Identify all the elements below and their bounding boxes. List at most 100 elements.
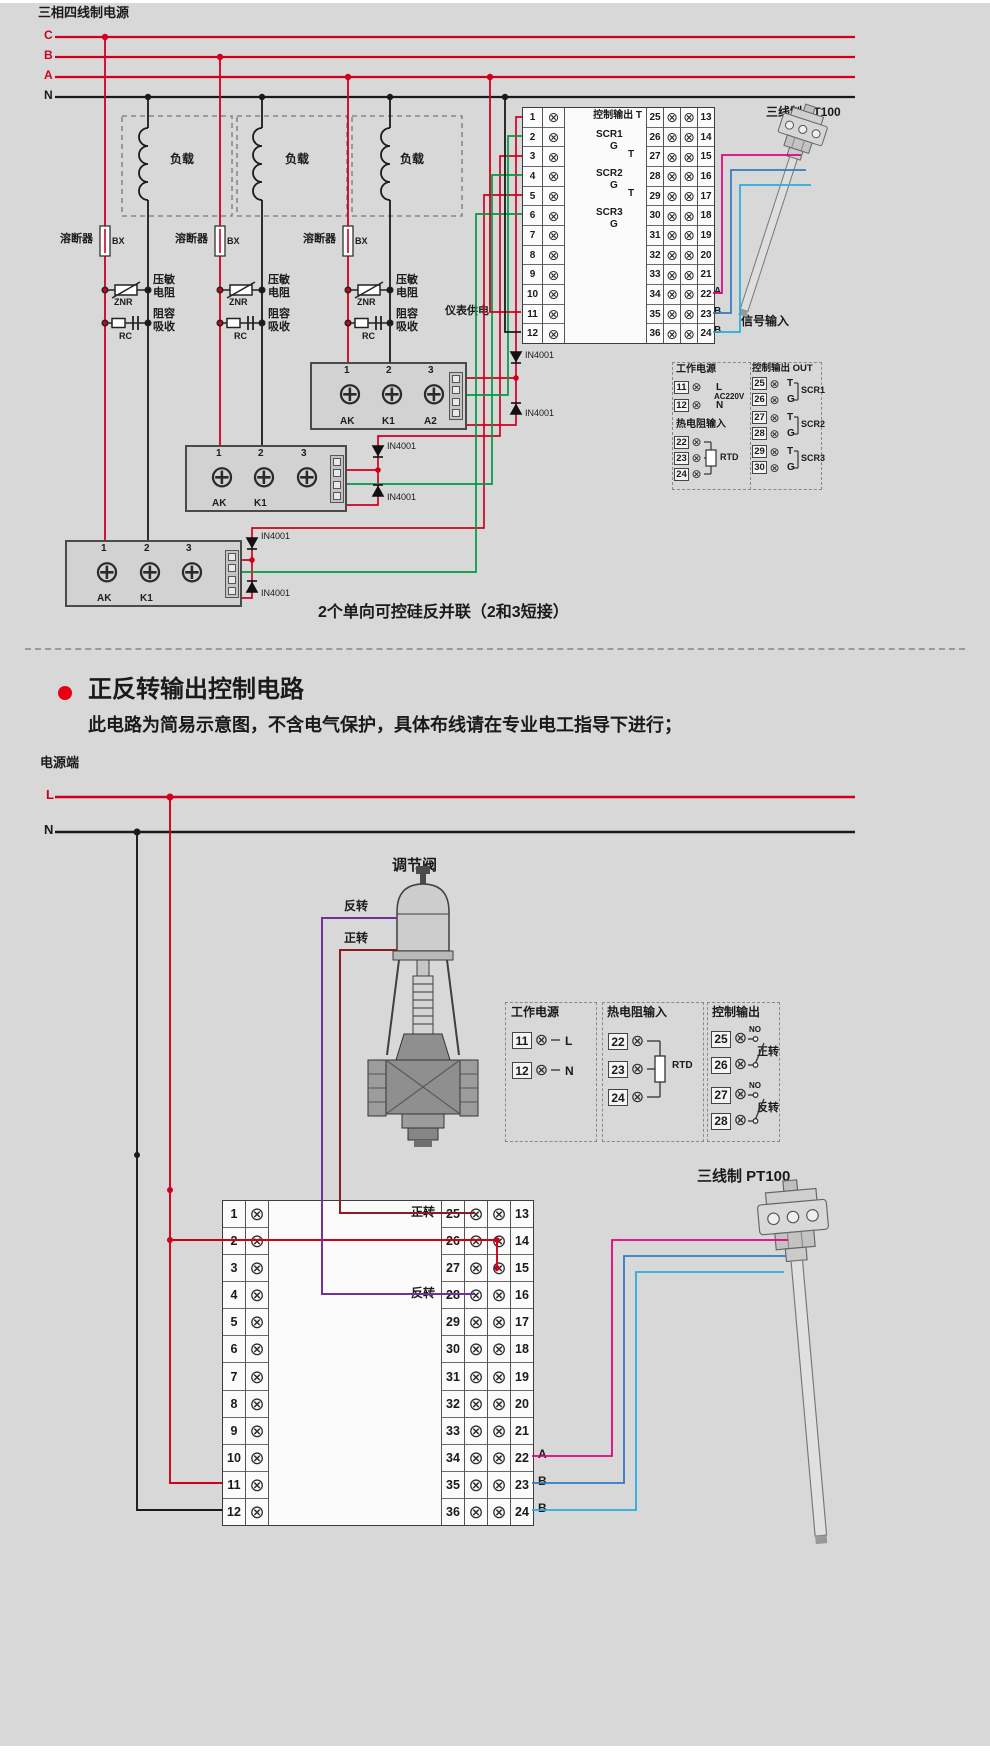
terminal-number: 10	[227, 1450, 241, 1465]
screw-terminal-icon: ⊗	[491, 1339, 507, 1360]
connector-pin	[452, 397, 460, 406]
fuse-label: 溶断器	[303, 233, 336, 245]
module-screw-icon: ⊕	[337, 376, 363, 411]
bottom-legend-ctrl-box	[707, 1002, 780, 1142]
legend-terminal-number: 22	[674, 435, 689, 449]
load-label: 负载	[400, 152, 425, 166]
terminal-number: 8	[529, 249, 536, 261]
terminal-number: 27	[446, 1261, 460, 1276]
screw-terminal-icon: ⊗	[683, 207, 695, 224]
screw-terminal-icon: ⊗	[468, 1339, 484, 1360]
scr-module-top: 1 2 3 ⊕ ⊕ ⊕ AK K1 A2	[310, 362, 467, 430]
signal-b-label: B	[714, 306, 722, 317]
terminal-number: 9	[230, 1423, 238, 1438]
screw-terminal-icon: ⊗	[666, 247, 678, 264]
screw-terminal-icon: ⊗	[683, 286, 695, 303]
module-screw-icon: ⊕	[179, 554, 205, 589]
terminal-number: 5	[230, 1315, 238, 1330]
screw-terminal-icon: ⊗	[666, 207, 678, 224]
terminal-number: 32	[649, 249, 661, 261]
connector-pin	[452, 386, 460, 395]
forward-wire-label: 正转	[344, 931, 369, 945]
screw-terminal-icon: ⊗	[468, 1501, 484, 1522]
screw-terminal-icon: ⊗	[630, 1032, 645, 1050]
screw-terminal-icon: ⊗	[691, 398, 702, 412]
section2-title: 正反转输出控制电路	[88, 676, 304, 703]
terminal-number: 35	[446, 1477, 460, 1492]
screw-terminal-icon: ⊗	[468, 1366, 484, 1387]
screw-terminal-icon: ⊗	[249, 1501, 265, 1522]
terminal-number: 36	[446, 1504, 460, 1519]
signal-a-label: A	[538, 1447, 547, 1461]
terminal-number: 5	[529, 190, 536, 202]
signal-a-label: A	[714, 286, 722, 297]
module-screw-icon: ⊕	[251, 459, 277, 494]
screw-terminal-icon: ⊗	[683, 148, 695, 165]
terminal-number: 6	[230, 1342, 238, 1357]
connector-pin	[452, 409, 460, 418]
gate-connector	[225, 550, 239, 598]
top-white-strip	[0, 0, 990, 3]
screw-terminal-icon: ⊗	[249, 1285, 265, 1306]
terminal-number: 7	[529, 229, 536, 241]
terminal-number: 32	[446, 1396, 460, 1411]
fuse-code: BX	[355, 236, 368, 246]
terminal-number: 7	[230, 1369, 238, 1384]
screw-terminal-icon: ⊗	[547, 306, 560, 323]
block-label-g: G	[610, 141, 618, 152]
legend-scr3-label: SCR3	[801, 453, 826, 463]
screw-terminal-icon: ⊗	[534, 1031, 549, 1049]
legend-rtd-title: 热电阻输入	[676, 419, 726, 430]
legend-voltage-label: AC220V	[714, 392, 745, 401]
screw-terminal-icon: ⊗	[666, 188, 678, 205]
diode-label: IN4001	[387, 492, 417, 502]
legend-terminal-number: 22	[608, 1033, 628, 1050]
connector-pin	[333, 480, 341, 489]
terminal-number: 11	[227, 1477, 241, 1492]
screw-terminal-icon: ⊗	[491, 1420, 507, 1441]
screw-terminal-icon: ⊗	[547, 129, 560, 145]
screw-terminal-icon: ⊗	[547, 188, 560, 205]
terminal-number: 24	[515, 1504, 529, 1519]
screw-terminal-icon: ⊗	[491, 1285, 507, 1306]
fuse-label: 溶断器	[175, 233, 208, 245]
top-caption: 2个单向可控硅反并联（2和3短接）	[318, 604, 569, 621]
section-separator	[25, 648, 965, 650]
legend-terminal-number: 24	[674, 467, 689, 481]
legend-ctrl-title: 控制输出 OUT	[752, 363, 813, 374]
connector-pin	[333, 457, 341, 466]
phase-label-n: N	[44, 88, 53, 102]
pt100-top-sensor	[738, 103, 828, 318]
screw-terminal-icon: ⊗	[468, 1447, 484, 1468]
terminal-screw-column: ⊗⊗⊗⊗⊗⊗⊗⊗⊗⊗⊗⊗	[543, 108, 565, 343]
screw-terminal-icon: ⊗	[683, 227, 695, 244]
legend-terminal-number: 25	[752, 377, 767, 390]
terminal-number: 12	[526, 328, 539, 340]
legend-scr1-label: SCR1	[801, 385, 826, 395]
legend-terminal-number: 27	[711, 1086, 731, 1104]
diode-label: IN4001	[525, 408, 555, 418]
screw-terminal-icon: ⊗	[468, 1285, 484, 1306]
section2-subtitle: 此电路为简易示意图，不含电气保护，具体布线请在专业电工指导下进行；	[88, 715, 682, 735]
legend-tg-label: G	[787, 428, 795, 439]
screw-terminal-icon: ⊗	[547, 325, 560, 342]
pt100-bottom-label: 三线制 PT100	[697, 1168, 791, 1185]
screw-terminal-icon: ⊗	[666, 266, 678, 283]
terminal-number: 21	[700, 269, 712, 281]
screw-terminal-icon: ⊗	[491, 1393, 507, 1414]
screw-terminal-icon: ⊗	[249, 1474, 265, 1495]
legend-terminal-number: 27	[752, 411, 767, 424]
terminal-number: 24	[700, 328, 712, 340]
screw-terminal-icon: ⊗	[547, 109, 560, 126]
screw-terminal-icon: ⊗	[249, 1312, 265, 1333]
screw-terminal-icon: ⊗	[666, 306, 678, 323]
module-terminal-number: 1	[216, 448, 222, 459]
reverse-wire-label: 反转	[344, 899, 369, 913]
terminal-number: 29	[446, 1315, 460, 1330]
terminal-number: 31	[649, 229, 661, 241]
screw-terminal-icon: ⊗	[468, 1258, 484, 1279]
terminal-number: 25	[649, 111, 661, 123]
connector-pin	[228, 587, 236, 596]
